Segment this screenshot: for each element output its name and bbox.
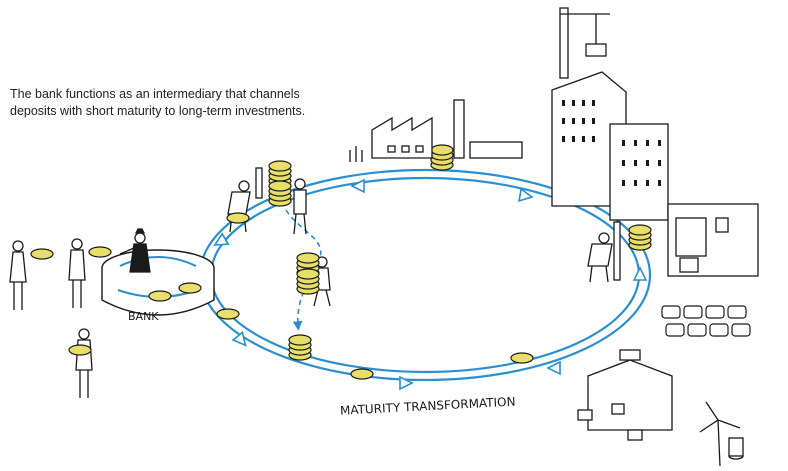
bank-building — [101, 249, 215, 316]
wind-turbine — [699, 401, 741, 467]
cycle-label: MATURITY TRANSFORMATION — [340, 395, 516, 418]
depositor-figures — [9, 238, 93, 398]
city-buildings — [551, 7, 669, 221]
bank-label: BANK — [128, 310, 159, 323]
factory-top — [349, 99, 523, 162]
worker-figures — [227, 167, 621, 307]
banker-figure — [119, 228, 151, 273]
building-windows — [562, 100, 661, 186]
car-lot — [661, 305, 751, 337]
flow-arrows — [213, 178, 648, 391]
machine-workshop — [667, 203, 759, 277]
intro-text: The bank functions as an intermediary th… — [10, 87, 306, 118]
industrial-plant — [577, 349, 744, 460]
